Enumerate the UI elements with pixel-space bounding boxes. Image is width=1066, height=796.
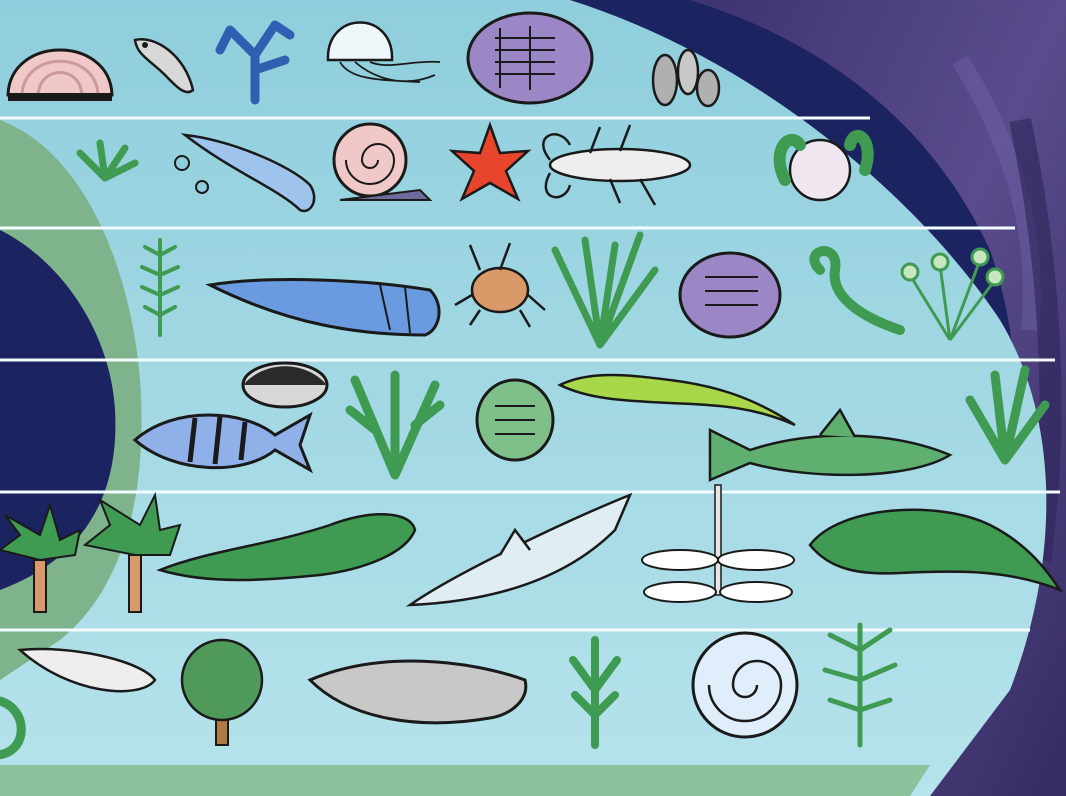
trilobite-icon: [680, 253, 780, 337]
ground-strip: [0, 765, 930, 796]
clam-icon: [243, 363, 327, 407]
trilobite-icon: [477, 380, 553, 460]
ammonite-icon: [693, 633, 797, 737]
trilobite-icon: [468, 13, 592, 103]
